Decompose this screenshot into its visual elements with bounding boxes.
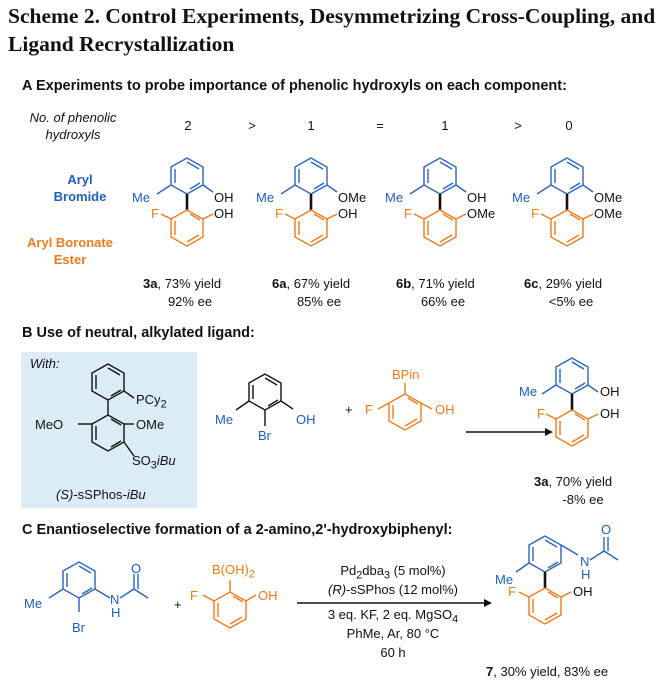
b-product-f: F	[537, 406, 545, 421]
product-7-structure	[515, 535, 619, 625]
aminoaryl-bromide-structure	[48, 561, 149, 612]
c-p-n: N	[580, 554, 590, 569]
b-product-me: Me	[519, 384, 538, 399]
ligand-panel	[21, 352, 197, 508]
condition-time: 60 h	[380, 645, 406, 660]
6b-bot-right: OMe	[467, 206, 496, 221]
b-reactant1-br: Br	[258, 428, 271, 443]
6c-top-left: Me	[512, 190, 531, 205]
with-label: With:	[30, 356, 60, 371]
aryl-bromide-label-1: Aryl	[67, 172, 93, 187]
c-r1-o: O	[131, 561, 142, 576]
b-reactant2-oh: OH	[435, 402, 455, 417]
3a-top-right: OH	[214, 190, 234, 205]
section-a-heading: A Experiments to probe importance of phe…	[22, 78, 567, 94]
c-r1-h: H	[111, 605, 121, 620]
biaryl-6b	[409, 157, 467, 247]
b-product-oh2: OH	[600, 406, 620, 421]
c-r1-n: N	[110, 592, 120, 607]
phenolic-label-line1: No. of phenolic	[29, 110, 117, 125]
count-6b: 1	[441, 118, 449, 133]
6b-top-left: Me	[385, 190, 404, 205]
6c-bot-left: F	[531, 206, 539, 221]
b-product-caption: 3a, 70% yield	[534, 474, 613, 489]
condition-ligand: (R)-sSPhos (12 mol%)	[327, 582, 459, 597]
c-p-oh: OH	[573, 584, 593, 599]
6c-ee: <5% ee	[548, 294, 594, 309]
6c-caption: 6c, 29% yield	[524, 276, 603, 291]
b-product-oh1: OH	[600, 384, 620, 399]
phenolic-label-line2: hydroxyls	[45, 127, 101, 142]
6c-top-right: OMe	[594, 190, 623, 205]
reaction-arrowhead-b	[545, 428, 553, 436]
biaryl-6a	[280, 157, 338, 247]
ligand-so3ibu: SO3iBu	[132, 453, 176, 472]
operator-2: =	[376, 118, 384, 133]
b-product-ee: -8% ee	[562, 492, 604, 507]
b-reactant2-f: F	[365, 402, 373, 417]
ligand-pcy2: PCy2	[136, 392, 167, 411]
b-reactant1-oh: OH	[296, 412, 316, 427]
reaction-arrowhead-c	[484, 599, 492, 607]
condition-catalyst: Pd2dba3 (5 mol%)	[340, 563, 446, 582]
aryl-boronate-label-1: Aryl Boronate	[27, 235, 113, 250]
6b-ee: 66% ee	[420, 294, 466, 309]
c-plus: +	[174, 597, 182, 612]
product-3a-structure	[541, 357, 599, 447]
scheme-title: Scheme 2. Control Experiments, Desymmetr…	[8, 4, 656, 56]
count-3a: 2	[184, 118, 192, 133]
aryl-bromide-structure	[235, 373, 294, 426]
6a-bot-left: F	[275, 206, 283, 221]
condition-additives: 3 eq. KF, 2 eq. MgSO4	[327, 607, 459, 626]
c-r2-f: F	[190, 588, 198, 603]
boronate-structure	[377, 383, 433, 431]
biaryl-6c	[536, 157, 594, 247]
operator-1: >	[248, 118, 256, 133]
aryl-bromide-label-2: Bromide	[53, 189, 107, 204]
c-r2-oh: OH	[258, 588, 278, 603]
6b-caption: 6b, 71% yield	[396, 276, 475, 291]
3a-bot-left: F	[151, 206, 159, 221]
3a-ee: 92% ee	[167, 294, 213, 309]
ligand-name: (S)-sSPhos-iBu	[56, 487, 146, 502]
6b-top-right: OH	[467, 190, 487, 205]
ligand-meo: MeO	[35, 417, 64, 432]
c-p-f: F	[508, 584, 516, 599]
b-plus: +	[345, 402, 353, 417]
b-reactant2-bpin: BPin	[392, 367, 420, 382]
b-reactant1-me: Me	[215, 412, 234, 427]
c-p-h: H	[581, 567, 591, 582]
3a-top-left: Me	[132, 190, 151, 205]
aryl-boronate-label-2: Ester	[53, 252, 87, 267]
biaryl-3a	[156, 157, 214, 247]
6a-ee: 85% ee	[296, 294, 342, 309]
count-6c: 0	[565, 118, 573, 133]
operator-3: >	[514, 118, 522, 133]
c-product-caption: 7, 30% yield, 83% ee	[486, 664, 609, 679]
ligand-structure	[78, 363, 135, 457]
6c-bot-right: OMe	[594, 206, 623, 221]
section-c-heading: C Enantioselective formation of a 2-amin…	[22, 522, 453, 538]
c-p-me: Me	[495, 572, 514, 587]
c-p-o: O	[601, 522, 612, 537]
boronic-acid-structure	[202, 580, 257, 629]
condition-solvent: PhMe, Ar, 80 °C	[346, 626, 440, 641]
6b-bot-left: F	[404, 206, 412, 221]
ligand-ome: OMe	[136, 417, 165, 432]
count-6a: 1	[307, 118, 315, 133]
c-r2-boh2: B(OH)2	[212, 562, 255, 581]
c-r1-br: Br	[72, 620, 85, 635]
3a-caption: 3a, 73% yield	[143, 276, 222, 291]
c-r1-me: Me	[24, 596, 43, 611]
6a-top-left: Me	[256, 190, 275, 205]
6a-bot-right: OH	[338, 206, 358, 221]
6a-top-right: OMe	[338, 190, 367, 205]
6a-caption: 6a, 67% yield	[272, 276, 351, 291]
section-b-heading: B Use of neutral, alkylated ligand:	[22, 325, 255, 341]
3a-bot-right: OH	[214, 206, 234, 221]
